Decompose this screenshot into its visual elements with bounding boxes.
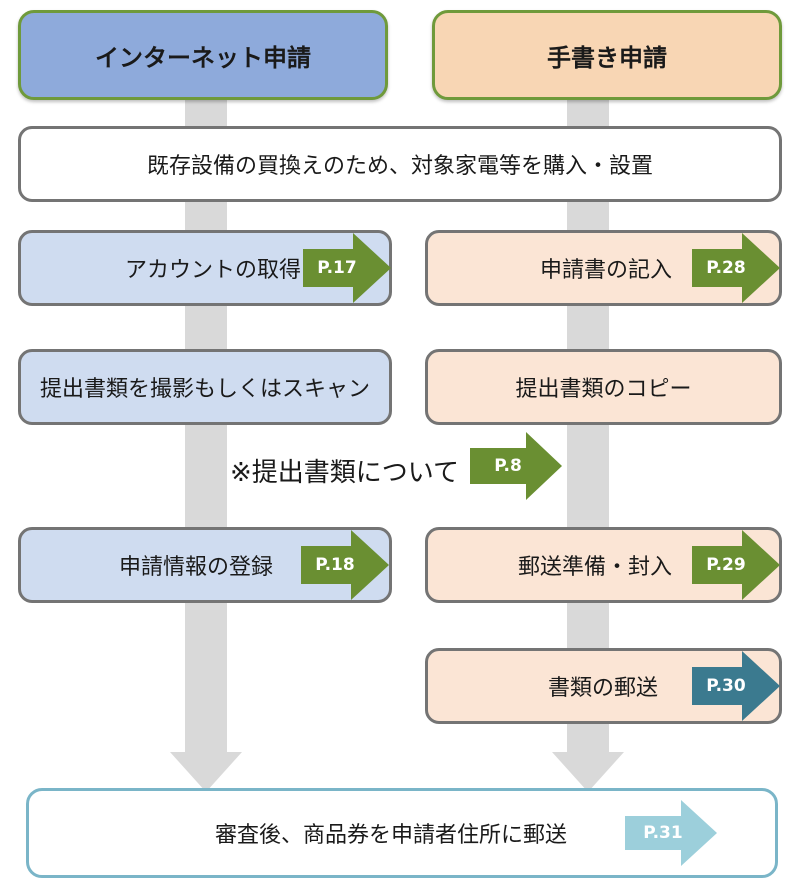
internet-flow-line bbox=[185, 98, 227, 753]
page-29-arrow[interactable]: P.29 bbox=[692, 530, 780, 600]
page-29-arrow-shape bbox=[692, 530, 780, 600]
page-18-arrow-shape bbox=[301, 530, 389, 600]
register-application-step: 申請情報の登録 P.18 bbox=[18, 527, 392, 603]
fill-application-form-step: 申請書の記入 P.28 bbox=[425, 230, 782, 306]
gift-voucher-mailing-step: 審査後、商品券を申請者住所に郵送 P.31 bbox=[26, 788, 778, 878]
documents-note-label: ※提出書類について bbox=[230, 458, 460, 488]
purchase-install-step: 既存設備の買換えのため、対象家電等を購入・設置 bbox=[18, 126, 782, 202]
mail-documents-label: 書類の郵送 bbox=[548, 676, 659, 701]
account-acquisition-step: アカウントの取得 P.17 bbox=[18, 230, 392, 306]
page-8-arrow[interactable]: P.8 bbox=[470, 432, 562, 500]
page-28-arrow[interactable]: P.28 bbox=[692, 233, 780, 303]
page-8-arrow-shape bbox=[470, 432, 562, 500]
page-30-arrow[interactable]: P.30 bbox=[692, 651, 780, 721]
internet-application-title: インターネット申請 bbox=[95, 43, 311, 72]
page-30-arrow-shape bbox=[692, 651, 780, 721]
copy-documents-label: 提出書類のコピー bbox=[515, 377, 692, 402]
page-31-arrow[interactable]: P.31 bbox=[625, 800, 717, 866]
handwritten-flow-arrowhead bbox=[552, 752, 624, 792]
account-acquisition-label: アカウントの取得 bbox=[125, 258, 302, 283]
purchase-install-label: 既存設備の買換えのため、対象家電等を購入・設置 bbox=[146, 154, 653, 179]
page-29-label: P.29 bbox=[706, 555, 746, 575]
prepare-mailing-step: 郵送準備・封入 P.29 bbox=[425, 527, 782, 603]
handwritten-flow-line bbox=[567, 98, 609, 753]
page-17-arrow[interactable]: P.17 bbox=[303, 233, 391, 303]
page-30-label: P.30 bbox=[706, 676, 746, 696]
page-17-label: P.17 bbox=[317, 258, 357, 278]
page-18-label: P.18 bbox=[315, 555, 355, 575]
internet-flow-arrowhead bbox=[170, 752, 242, 792]
register-application-label: 申請情報の登録 bbox=[119, 555, 274, 580]
internet-application-header: インターネット申請 bbox=[18, 10, 388, 100]
page-28-label: P.28 bbox=[706, 258, 746, 278]
handwritten-application-title: 手書き申請 bbox=[547, 43, 667, 72]
gift-voucher-mailing-label: 審査後、商品券を申請者住所に郵送 bbox=[215, 823, 568, 848]
handwritten-application-header: 手書き申請 bbox=[432, 10, 782, 100]
page-31-label: P.31 bbox=[643, 823, 683, 843]
prepare-mailing-label: 郵送準備・封入 bbox=[518, 555, 673, 580]
copy-documents-step: 提出書類のコピー bbox=[425, 349, 782, 425]
fill-application-form-label: 申請書の記入 bbox=[540, 258, 673, 283]
page-28-arrow-shape bbox=[692, 233, 780, 303]
page-8-label: P.8 bbox=[494, 456, 522, 476]
page-18-arrow[interactable]: P.18 bbox=[301, 530, 389, 600]
page-17-arrow-shape bbox=[303, 233, 391, 303]
mail-documents-step: 書類の郵送 P.30 bbox=[425, 648, 782, 724]
photograph-documents-step: 提出書類を撮影もしくはスキャン bbox=[18, 349, 392, 425]
photograph-documents-label: 提出書類を撮影もしくはスキャン bbox=[39, 377, 370, 402]
page-31-arrow-shape bbox=[625, 800, 717, 866]
